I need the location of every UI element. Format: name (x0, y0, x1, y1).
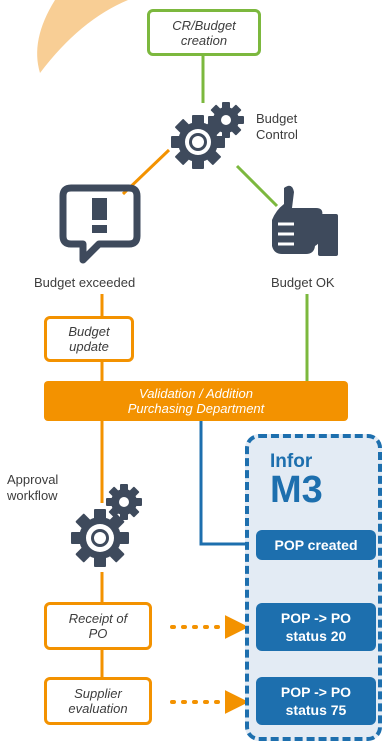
receipt-of-po-box: Receipt of PO (44, 602, 152, 650)
infor-brand-text: Infor (270, 451, 313, 472)
budget-control-label: Budget Control (256, 111, 298, 142)
pop-created-label: POP created (274, 537, 358, 553)
budget-update-label: Budget update (68, 324, 110, 354)
pop-created-box: POP created (256, 530, 376, 560)
thumbs-up-icon (272, 185, 338, 256)
pop-po-status-75-box: POP -> PO status 75 (256, 677, 376, 725)
cr-budget-creation-label: CR/Budget creation (172, 17, 236, 48)
pop-po-status-75-label: POP -> PO status 75 (280, 684, 352, 718)
budget-ok-label: Budget OK (271, 275, 335, 290)
alert-speech-bubble-icon (59, 184, 141, 264)
approval-workflow-label: Approval workflow (7, 472, 59, 503)
budget-update-box: Budget update (44, 316, 134, 362)
supplier-evaluation-label: Supplier evaluation (68, 686, 128, 716)
gear-icon (71, 484, 142, 567)
connector-validation-to-pop (199, 421, 256, 546)
pop-po-status-20-label: POP -> PO status 20 (280, 610, 352, 644)
validation-purchasing-bar: Validation / Addition Purchasing Departm… (44, 381, 348, 421)
connector-control-to-ok (235, 164, 279, 208)
pop-po-status-20-box: POP -> PO status 20 (256, 603, 376, 651)
supplier-evaluation-box: Supplier evaluation (44, 677, 152, 725)
fan-shape (37, 0, 129, 73)
cr-budget-creation-box: CR/Budget creation (147, 9, 261, 56)
validation-purchasing-label: Validation / Addition Purchasing Departm… (127, 386, 265, 416)
m3-brand-text: M3 (270, 469, 323, 511)
receipt-of-po-label: Receipt of PO (68, 611, 128, 641)
budget-exceeded-label: Budget exceeded (34, 275, 136, 290)
gear-icon (171, 102, 244, 169)
